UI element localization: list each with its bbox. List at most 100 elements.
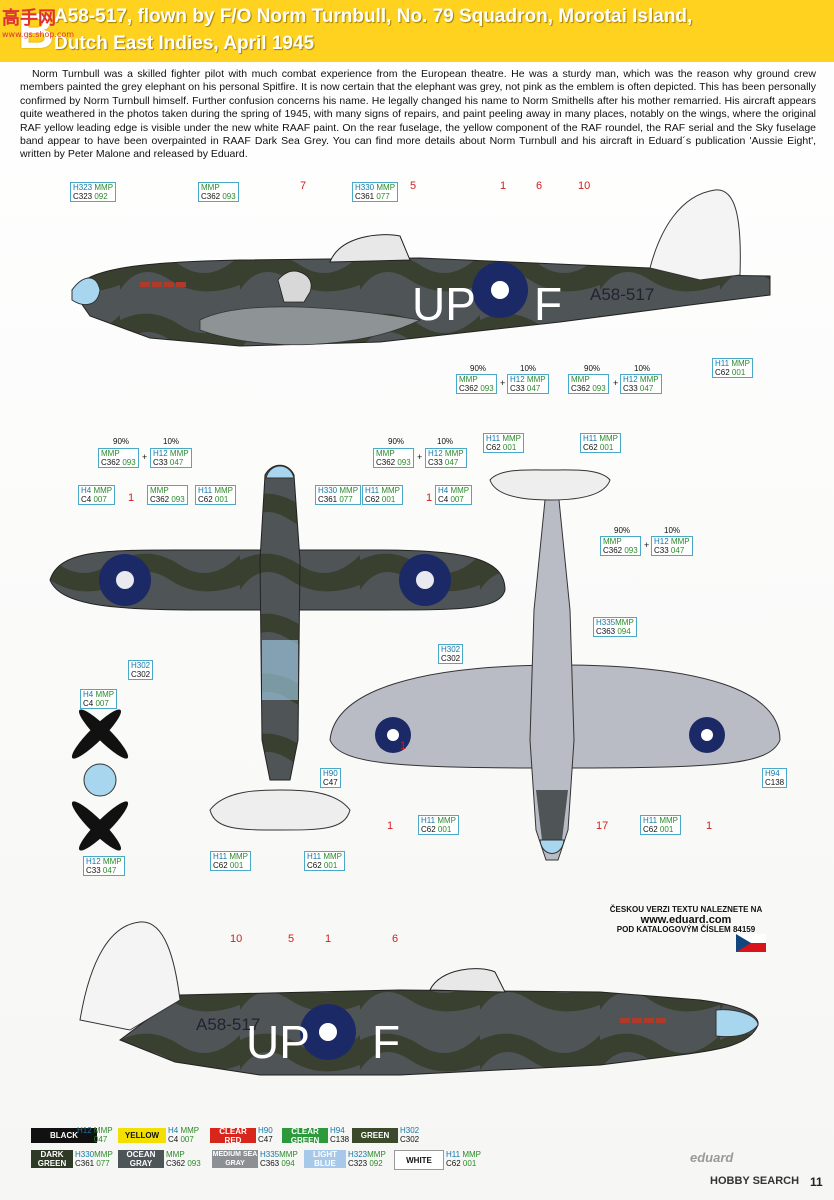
plus-c: + bbox=[142, 452, 148, 462]
percent-90-e: 90% bbox=[614, 526, 631, 535]
swatch-clear-red: CLEAR RED bbox=[210, 1127, 256, 1145]
swatch-yellow: YELLOW bbox=[118, 1128, 166, 1143]
czech-note-url[interactable]: www.eduard.com bbox=[640, 914, 732, 926]
plus-a: + bbox=[500, 378, 506, 388]
stencil-number: 7 bbox=[300, 180, 307, 192]
side-view-left: UP F A58-517 bbox=[71, 189, 771, 347]
prop-blade-2 bbox=[71, 709, 122, 759]
scheme-title-line-2: Dutch East Indies, April 1945 bbox=[54, 33, 315, 54]
plus-d: + bbox=[417, 452, 423, 462]
percent-90-c: 90% bbox=[113, 437, 130, 446]
czech-note-line-2: POD KATALOGOVÝM ČÍSLEM 84159 bbox=[616, 925, 756, 934]
tail-fin-left-side bbox=[649, 189, 741, 281]
stencil-number: 5 bbox=[410, 180, 417, 192]
swatch-medium-sea-gray: MEDIUM SEA GRAY bbox=[212, 1150, 258, 1168]
swatch-green: GREEN bbox=[352, 1128, 398, 1143]
swatch-ocean-gray: OCEAN GRAY bbox=[118, 1150, 164, 1168]
elephant-emblem bbox=[277, 270, 312, 303]
watermark-site: www.gs.shop.com bbox=[2, 30, 75, 39]
percent-10-a: 10% bbox=[520, 364, 537, 373]
scheme-title-line-1: A58-517, flown by F/O Norm Turnbull, No.… bbox=[54, 6, 693, 27]
spinner-left-side bbox=[71, 277, 101, 306]
czech-flag-icon bbox=[736, 934, 766, 952]
percent-10-b: 10% bbox=[634, 364, 651, 373]
code-letters-left-side: UP bbox=[412, 278, 476, 330]
tailplane-top-view bbox=[209, 789, 351, 831]
prop-spinner bbox=[83, 763, 117, 797]
wing-underside-left-side bbox=[199, 306, 422, 346]
prop-blade-4 bbox=[71, 801, 122, 851]
canopy-right-side bbox=[429, 968, 506, 993]
tailplane-bottom-view bbox=[489, 469, 611, 501]
percent-90-a: 90% bbox=[470, 364, 487, 373]
exhaust-stacks-left-side bbox=[140, 282, 186, 287]
stencil-number: 6 bbox=[392, 933, 399, 945]
percent-10-e: 10% bbox=[664, 526, 681, 535]
swatch-clear-green: CLEAR GREEN bbox=[282, 1127, 328, 1145]
tail-fin-right-side bbox=[79, 921, 181, 1031]
stencil-number: 1 bbox=[400, 740, 407, 752]
stencil-number: 1 bbox=[325, 933, 332, 945]
swatch-dark-green: DARK GREEN bbox=[31, 1150, 73, 1168]
exhaust-stacks-right-side bbox=[620, 1018, 666, 1023]
watermark-logo: 高手网 www.gs.shop.com bbox=[2, 4, 75, 39]
propeller-view bbox=[71, 709, 129, 851]
spinner-bottom-view bbox=[539, 839, 565, 854]
czech-version-note: ČESKOU VERZI TEXTU NALEZNETE NA www.edua… bbox=[605, 905, 767, 935]
page-number: 11 bbox=[810, 1175, 823, 1189]
scheme-letter: B bbox=[18, 3, 55, 59]
percent-10-c: 10% bbox=[163, 437, 180, 446]
serial-right-side: A58-517 bbox=[196, 1015, 260, 1034]
fuselage-band-top bbox=[262, 640, 298, 700]
stencil-number: 1 bbox=[706, 820, 713, 832]
plus-e: + bbox=[644, 540, 650, 550]
code-letters-right-side: UP bbox=[246, 1016, 310, 1068]
plus-b: + bbox=[613, 378, 619, 388]
swatch-black: BLACK bbox=[31, 1128, 97, 1143]
nose-bottom-view bbox=[536, 790, 568, 840]
aircraft-letter-left-side: F bbox=[534, 278, 562, 330]
stencil-number: 6 bbox=[536, 180, 543, 192]
serial-left-side: A58-517 bbox=[590, 285, 654, 304]
watermark-text: 高手网 bbox=[2, 8, 56, 29]
canopy-left-side bbox=[329, 234, 411, 263]
eduard-logo: eduard bbox=[690, 1150, 734, 1165]
spinner-top-view bbox=[265, 465, 295, 479]
swatch-light-blue: LIGHT BLUE bbox=[304, 1150, 346, 1168]
